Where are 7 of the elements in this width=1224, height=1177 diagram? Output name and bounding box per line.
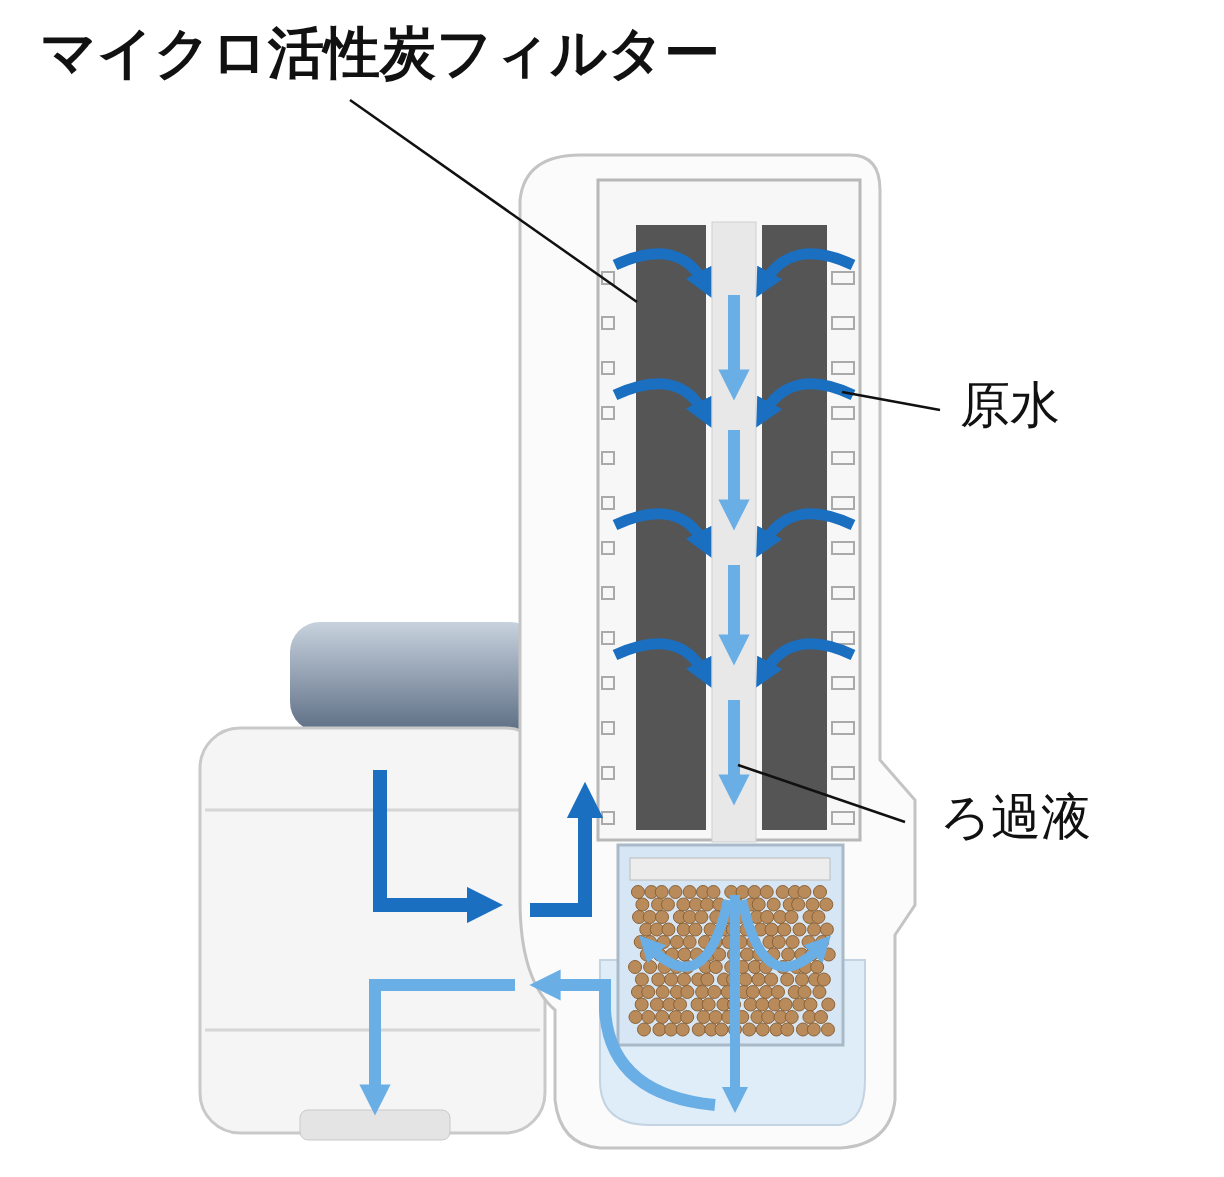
carbon-filter-block bbox=[636, 225, 706, 830]
leader-line bbox=[841, 390, 941, 412]
callout-heading: マイクロ活性炭フィルター bbox=[40, 22, 720, 84]
leader-line bbox=[349, 98, 638, 304]
leader-line bbox=[737, 763, 906, 824]
callout-label: ろ過液 bbox=[940, 790, 1091, 845]
callout-label: 原水 bbox=[960, 378, 1060, 433]
